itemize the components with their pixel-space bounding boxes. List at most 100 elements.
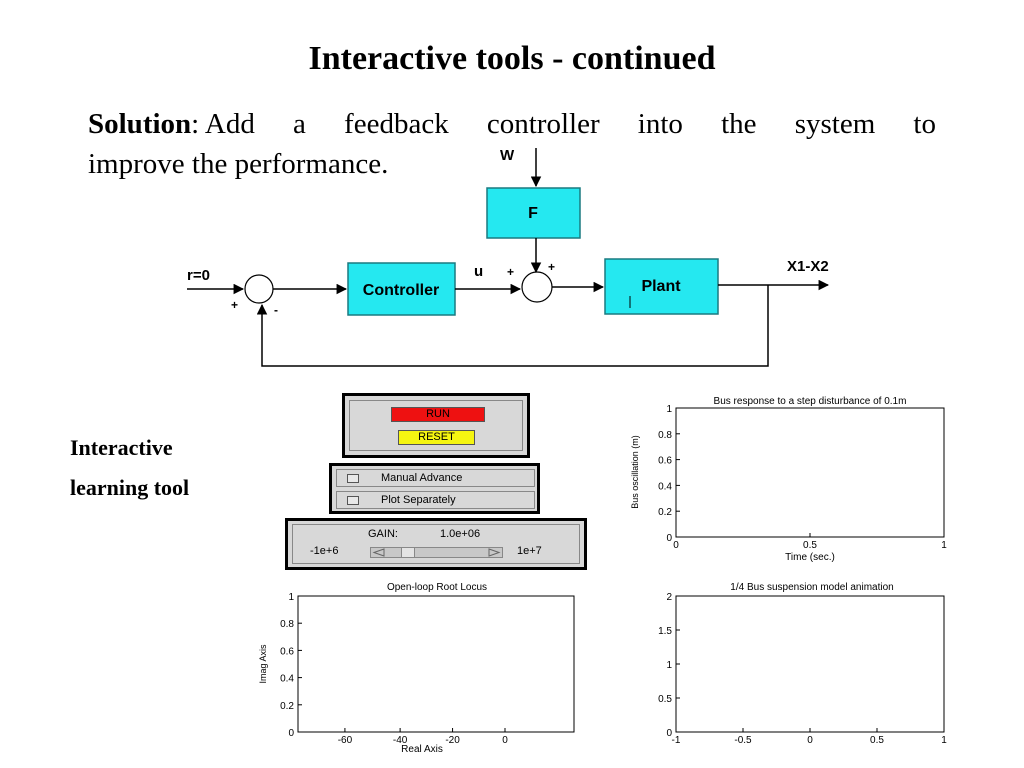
sum2-plus-top: +	[548, 260, 555, 274]
bus-plot-ticks: 0 0.5 1 0 0.2 0.4 0.6 0.8 1	[658, 404, 947, 551]
locus-plot-xlabel: Real Axis	[401, 744, 443, 755]
manual-advance-checkbox[interactable]: Manual Advance	[347, 472, 462, 484]
y-tick-label: 2	[666, 592, 672, 603]
side-label-line-2: learning tool	[70, 475, 190, 500]
feedback-path	[256, 285, 769, 367]
plot-separately-checkbox[interactable]: Plot Separately	[347, 494, 456, 506]
y-tick-label: 1	[666, 660, 672, 671]
locus-plot-title: Open-loop Root Locus	[387, 582, 487, 593]
x-tick-label: 1	[941, 735, 947, 746]
run-button[interactable]: RUN	[391, 407, 485, 422]
solution-word: into	[637, 108, 683, 140]
disturbance-label: W	[500, 147, 515, 164]
gain-inner	[292, 524, 580, 564]
solution-line-1: Solution: Add a feedback controller into…	[88, 104, 936, 144]
slider-left-arrow-icon[interactable]	[372, 548, 385, 557]
x-tick-label: -1	[672, 735, 681, 746]
gain-panel: GAIN: 1.0e+06 -1e+6 1e+7	[285, 518, 587, 570]
locus-plot-axes	[297, 595, 575, 733]
y-tick-label: 1.5	[658, 626, 672, 637]
x-tick-label: 0	[673, 540, 679, 551]
interactive-tool-label: Interactive learning tool	[70, 428, 189, 508]
x-tick-label: 0	[502, 735, 508, 746]
x-tick-label: 0	[807, 735, 813, 746]
run-reset-panel: RUN RESET	[342, 393, 530, 458]
slider-right-arrow-icon[interactable]	[488, 548, 501, 557]
f-block-label: F	[528, 205, 538, 222]
solution-bold: Solution	[88, 108, 192, 140]
manual-advance-row[interactable]: Manual Advance	[336, 469, 535, 487]
bus-plot-xlabel: Time (sec.)	[785, 552, 835, 563]
solution-word: system	[794, 108, 876, 140]
y-tick-label: 1	[666, 404, 672, 415]
solution-word: to	[913, 108, 936, 140]
y-tick-label: 0.8	[658, 430, 672, 441]
reset-button[interactable]: RESET	[398, 430, 475, 445]
x-tick-label: 0.5	[870, 735, 884, 746]
solution-word: a	[293, 108, 306, 140]
solution-word: controller	[486, 108, 600, 140]
slider-max-label: 1e+7	[517, 545, 542, 557]
solution-first: Solution: Add	[88, 104, 255, 144]
solution-line-2: improve the performance.	[88, 148, 389, 180]
y-tick-label: 0.5	[658, 694, 672, 705]
solution-word: feedback	[344, 108, 449, 140]
gain-value: 1.0e+06	[440, 528, 481, 540]
solution-word: : Add	[191, 108, 255, 140]
anim-plot-ticks: -1 -0.5 0 0.5 1 0 0.5 1 1.5 2	[658, 592, 947, 746]
y-tick-label: 0	[666, 728, 672, 739]
u-label: u	[474, 263, 483, 280]
plot-separately-row[interactable]: Plot Separately	[336, 491, 535, 509]
output-label: X1-X2	[787, 258, 829, 275]
summing-junction-1	[244, 274, 274, 304]
y-tick-label: 0.2	[658, 507, 672, 518]
bus-plot-axes	[675, 407, 945, 538]
y-tick-label: 0.2	[280, 701, 294, 712]
gain-slider[interactable]	[370, 547, 503, 558]
controller-block-label: Controller	[363, 282, 439, 299]
sum1-plus: +	[231, 298, 238, 312]
y-tick-label: 1	[288, 592, 294, 603]
feedback-block-diagram: W F r=0 + - Controller u + + Plant X1-X2	[187, 147, 830, 367]
y-tick-label: 0	[288, 728, 294, 739]
checkbox-box[interactable]	[347, 495, 359, 505]
x-tick-label: 0.5	[803, 540, 817, 551]
y-tick-label: 0.6	[280, 646, 294, 657]
f-block	[486, 187, 581, 239]
controller-block	[347, 262, 456, 316]
slider-arrows	[372, 548, 501, 557]
side-label-line-1: Interactive	[70, 435, 173, 460]
solution-word: the	[721, 108, 757, 140]
solution-text: Solution: Add a feedback controller into…	[88, 104, 936, 184]
x-tick-label: -20	[445, 735, 460, 746]
checkbox-box[interactable]	[347, 473, 359, 483]
x-tick-label: -0.5	[734, 735, 752, 746]
locus-plot-ylabel: Imag Axis	[258, 644, 268, 684]
sum1-minus: -	[274, 303, 278, 317]
gain-label: GAIN:	[368, 528, 398, 540]
anim-plot-axes	[675, 595, 945, 733]
root-locus-plot: Open-loop Root Locus -60 -40 -20 0 0 0.2 0.4 0.…	[258, 582, 575, 755]
y-tick-label: 0.4	[280, 674, 294, 685]
x-tick-label: -40	[393, 735, 408, 746]
bus-response-plot: Bus response to a step disturbance of 0.…	[630, 396, 947, 563]
x-tick-label: 1	[941, 540, 947, 551]
animation-plot: 1/4 Bus suspension model animation -1 -0.…	[658, 582, 947, 746]
options-panel: Manual Advance Plot Separately	[329, 463, 540, 514]
y-tick-label: 0.6	[658, 456, 672, 467]
y-tick-label: 0.4	[658, 481, 672, 492]
x-tick-label: -60	[338, 735, 353, 746]
summing-junction-2	[521, 271, 553, 303]
plant-block	[604, 258, 719, 315]
slider-thumb[interactable]	[400, 548, 415, 557]
y-tick-label: 0	[666, 533, 672, 544]
slide-title: Interactive tools - continued	[308, 40, 716, 77]
anim-plot-title: 1/4 Bus suspension model animation	[730, 582, 893, 593]
sum2-plus-left: +	[507, 265, 514, 279]
manual-advance-label: Manual Advance	[381, 472, 463, 484]
input-label: r=0	[187, 267, 210, 284]
plant-block-label: Plant	[641, 278, 681, 295]
slider-min-label: -1e+6	[310, 545, 339, 557]
bus-plot-title: Bus response to a step disturbance of 0.…	[714, 396, 907, 407]
